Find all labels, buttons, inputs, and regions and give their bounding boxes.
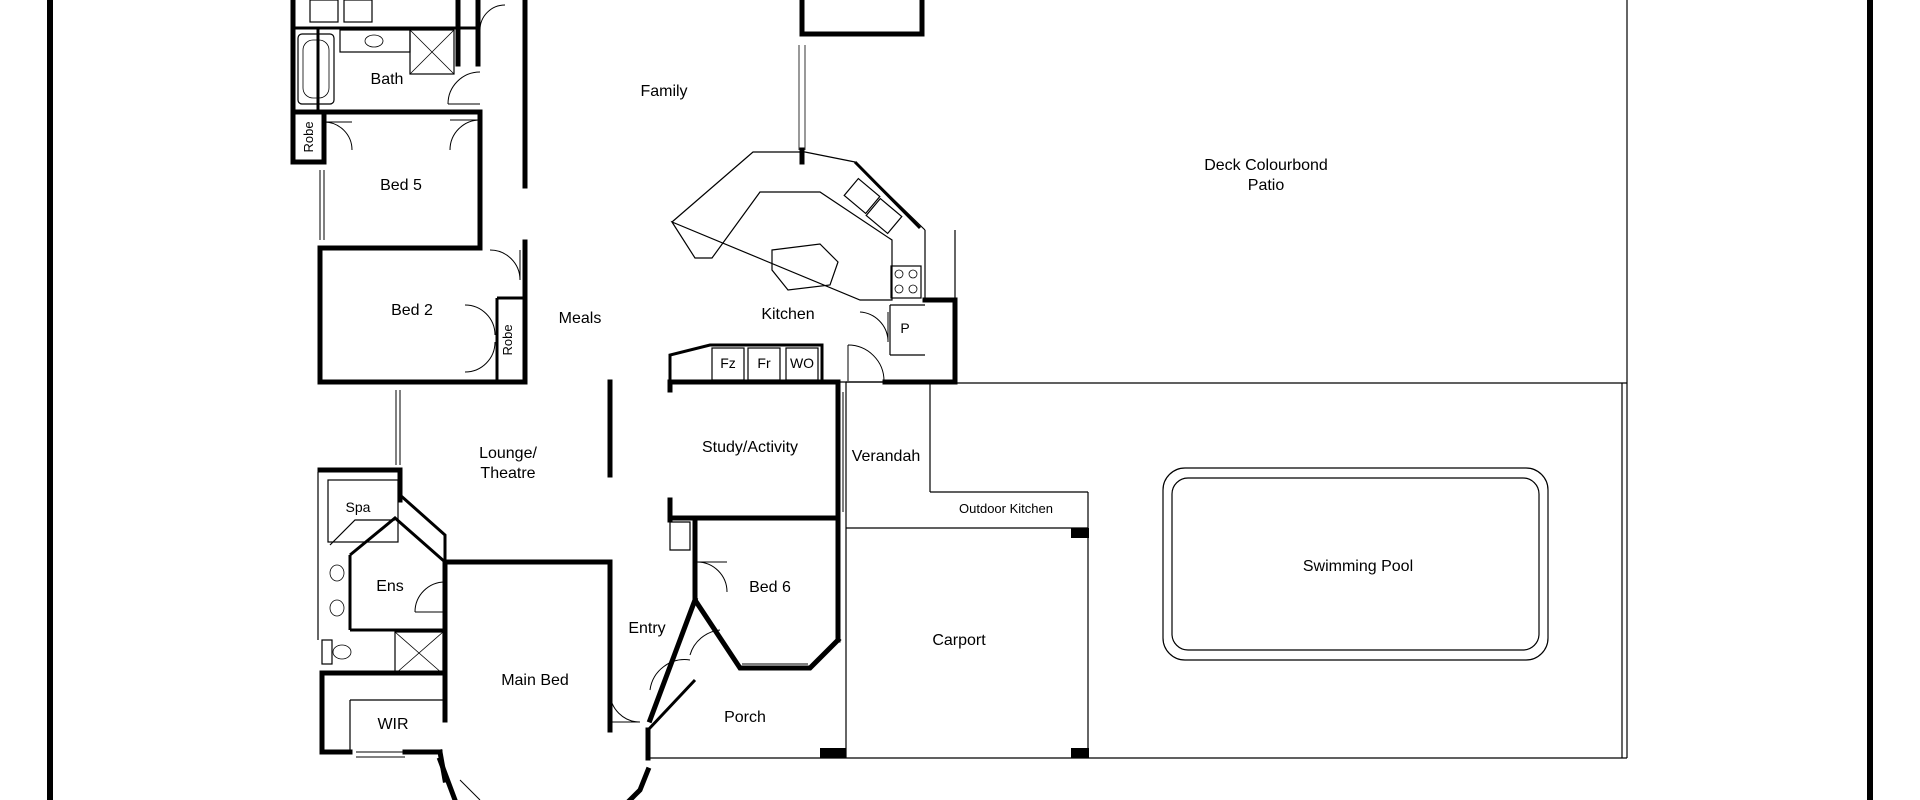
label-pantry: P [900, 320, 909, 336]
label-bed2: Bed 2 [391, 302, 433, 319]
lounge-block [395, 379, 673, 503]
label-meals: Meals [559, 310, 602, 327]
swimming-pool [1162, 467, 1549, 661]
label-carport: Carport [932, 632, 986, 649]
bed2-block [317, 239, 528, 385]
bed5-block [317, 109, 483, 251]
label-robe-mid: Robe [500, 324, 515, 355]
deck-outline [955, 0, 1628, 759]
bath-block [290, 0, 528, 189]
page-frame [47, 0, 1873, 800]
label-outdoor-kitchen: Outdoor Kitchen [959, 501, 1053, 516]
label-patio: Patio [1248, 177, 1285, 194]
main-bed-block [319, 559, 721, 800]
label-lounge-line1: Lounge/ [479, 445, 537, 462]
label-bed5: Bed 5 [380, 177, 422, 194]
label-main-bed: Main Bed [501, 672, 569, 689]
room-labels: Bath Family Deck Colourbond Patio Robe B… [301, 71, 1413, 733]
label-kitchen: Kitchen [761, 306, 814, 323]
kitchen-block [668, 147, 958, 385]
label-ens: Ens [376, 578, 404, 595]
label-lounge-line2: Theatre [480, 465, 535, 482]
label-swimming-pool: Swimming Pool [1303, 558, 1413, 575]
label-fr: Fr [757, 355, 771, 371]
family-top-wall [798, 0, 925, 150]
label-verandah: Verandah [852, 448, 921, 465]
label-wir: WIR [377, 716, 408, 733]
label-study: Study/Activity [702, 439, 798, 456]
label-spa: Spa [346, 499, 371, 515]
label-entry: Entry [628, 620, 665, 637]
label-bath: Bath [371, 71, 404, 88]
label-wo: WO [790, 355, 814, 371]
label-family: Family [640, 83, 687, 100]
label-robe-left: Robe [301, 121, 316, 152]
label-fz: Fz [720, 355, 736, 371]
label-porch: Porch [724, 709, 766, 726]
label-bed6: Bed 6 [749, 579, 791, 596]
ensuite-block [317, 467, 447, 758]
label-deck: Deck Colourbond [1204, 157, 1328, 174]
study-block [667, 379, 844, 671]
verandah-block [650, 381, 1089, 759]
